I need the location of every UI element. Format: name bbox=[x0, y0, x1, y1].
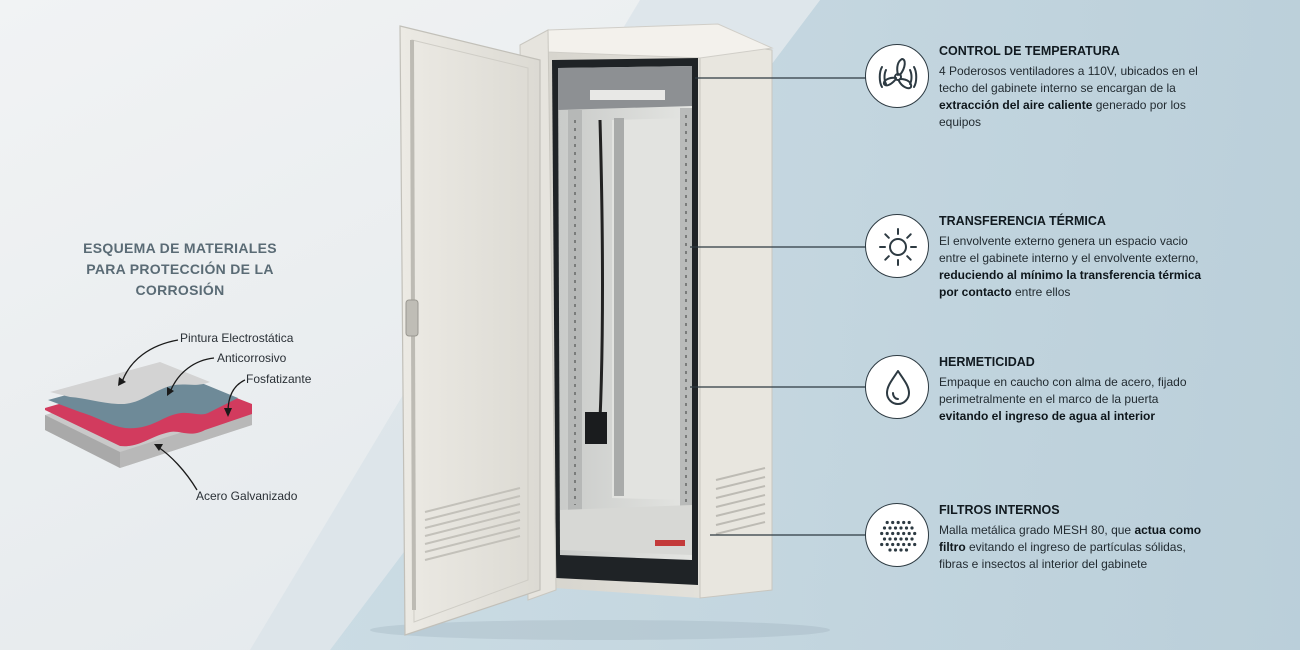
feature-description: El envolvente externo genera un espacio … bbox=[939, 234, 1202, 299]
layer-label-pintura: Pintura Electrostática bbox=[180, 331, 294, 345]
feature-description: Malla metálica grado MESH 80, que actua … bbox=[939, 523, 1202, 571]
materials-title-line-3: CORROSIÓN bbox=[135, 282, 225, 298]
layer-label-acero: Acero Galvanizado bbox=[196, 489, 298, 503]
water-drop-icon bbox=[865, 355, 929, 419]
fan-icon bbox=[865, 44, 929, 108]
feature-description: 4 Poderosos ventiladores a 110V, ubicado… bbox=[939, 64, 1198, 129]
feature-title: HERMETICIDAD bbox=[939, 355, 1035, 369]
sun-icon bbox=[865, 214, 929, 278]
materials-title-line-1: ESQUEMA DE MATERIALES bbox=[83, 240, 277, 256]
mesh-filter-icon bbox=[865, 503, 929, 567]
feature-title: CONTROL DE TEMPERATURA bbox=[939, 44, 1120, 58]
layer-label-anticorrosivo: Anticorrosivo bbox=[217, 351, 287, 365]
materials-schema-title: ESQUEMA DE MATERIALES PARA PROTECCIÓN DE… bbox=[60, 238, 300, 301]
materials-title-line-2: PARA PROTECCIÓN DE LA bbox=[86, 261, 274, 277]
material-layers-diagram bbox=[45, 339, 252, 491]
feature-title: TRANSFERENCIA TÉRMICA bbox=[939, 214, 1106, 228]
layer-label-fosfatizante: Fosfatizante bbox=[246, 372, 312, 386]
feature-description: Empaque en caucho con alma de acero, fij… bbox=[939, 375, 1187, 423]
feature-title: FILTROS INTERNOS bbox=[939, 503, 1060, 517]
